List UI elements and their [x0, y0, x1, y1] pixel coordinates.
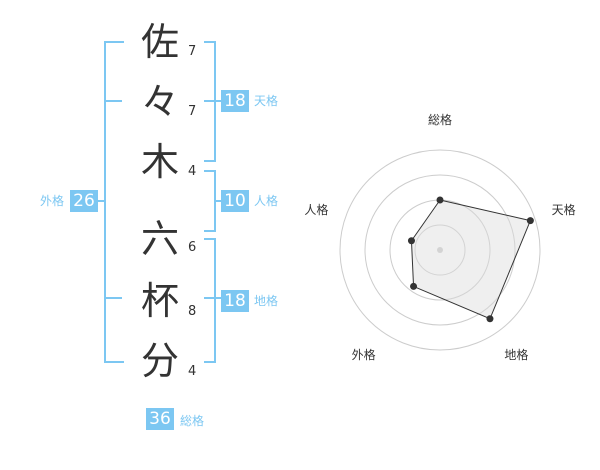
chikaku-connector — [214, 297, 222, 299]
tenkaku-connector — [214, 100, 222, 102]
stroke-count-1: 7 — [188, 44, 197, 59]
chikaku-bracket-tick — [204, 297, 214, 299]
radar-axis-label: 天格 — [552, 202, 576, 217]
tenkaku-bracket-tick — [204, 100, 214, 102]
stroke-count-5: 8 — [188, 304, 197, 319]
chikaku-bracket — [204, 238, 216, 363]
name-char-4: 六 — [140, 217, 179, 261]
gaikaku-bracket-tick — [104, 297, 122, 299]
gaikaku-bracket — [104, 41, 124, 363]
chikaku-label: 地格 — [254, 294, 279, 308]
gaikaku-label: 外格 — [40, 194, 65, 208]
name-char-5: 杯 — [140, 279, 179, 323]
radar-data-point — [410, 282, 418, 290]
radar-axis-label: 地格 — [504, 347, 528, 362]
radar-axis-label: 外格 — [352, 347, 376, 362]
stroke-count-3: 4 — [188, 164, 197, 179]
jinkaku-label: 人格 — [254, 194, 279, 208]
name-char-1: 佐 — [140, 20, 179, 64]
radar-axis-label: 人格 — [304, 202, 328, 217]
name-char-6: 分 — [140, 339, 179, 383]
chikaku-value-badge: 18 — [221, 290, 249, 312]
radar-center-dot — [437, 247, 443, 253]
stroke-count-6: 4 — [188, 364, 197, 379]
tenkaku-label: 天格 — [254, 94, 279, 108]
soukaku-value-badge: 36 — [146, 408, 174, 430]
radar-grid-ring — [414, 224, 466, 276]
jinkaku-connector — [214, 200, 222, 202]
gaikaku-value-badge: 26 — [70, 190, 98, 212]
radar-axis-label: 総格 — [428, 112, 452, 127]
radar-data-point — [526, 217, 534, 225]
tenkaku-value-badge: 18 — [221, 90, 249, 112]
gaikaku-connector — [96, 200, 104, 202]
radar-grid-ring — [339, 149, 541, 351]
gaikaku-bracket-tick — [104, 100, 122, 102]
stroke-count-2: 7 — [188, 104, 197, 119]
radar-data-point — [436, 196, 444, 204]
name-char-2: 々 — [140, 80, 179, 124]
name-char-3: 木 — [140, 140, 179, 184]
stroke-count-4: 6 — [188, 240, 197, 255]
jinkaku-value-badge: 10 — [221, 190, 249, 212]
radar-grid-ring — [364, 174, 516, 326]
soukaku-label: 総格 — [180, 414, 205, 428]
radar-data-point — [407, 237, 415, 245]
radar-data-point — [486, 315, 494, 323]
radar-data-area — [410, 199, 532, 320]
